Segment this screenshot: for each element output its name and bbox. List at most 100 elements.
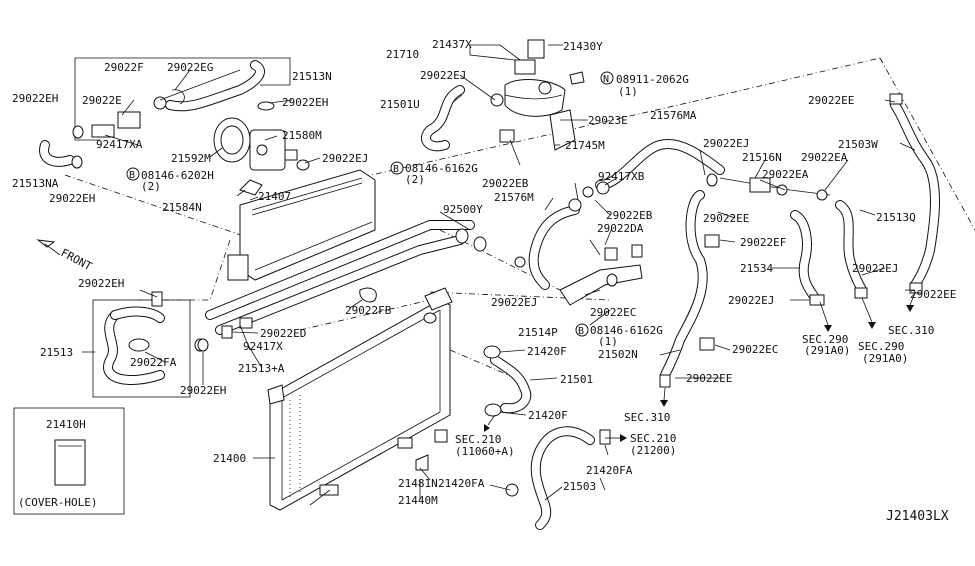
label-sec290-b: SEC.290 [858, 340, 904, 353]
label-21481N: 21481N [398, 477, 438, 490]
label-29023E: 29023E [588, 114, 628, 127]
label-21710: 21710 [386, 48, 419, 61]
thermostat-housing [213, 117, 310, 171]
label-21745M: 21745M [565, 139, 605, 152]
label-29022EE-d: 29022EE [686, 372, 732, 385]
label-21407: 21407 [258, 190, 291, 203]
label-29022DA: 29022DA [597, 222, 644, 235]
label-21576MA: 21576MA [650, 109, 697, 122]
label-29022EC-a: 29022EC [590, 306, 636, 319]
label-29022EH-a: 29022EH [12, 92, 58, 105]
label-21503W: 21503W [838, 138, 878, 151]
svg-text:B: B [578, 326, 584, 337]
hose-21513N-group [39, 57, 291, 169]
hose-21501 [483, 345, 532, 417]
label-29022EH-b: 29022EH [282, 96, 328, 109]
inset-part-label: 21410H [46, 418, 86, 431]
label-sec310-b: SEC.310 [624, 411, 670, 424]
label-08146-6162G-b: 08146-6162G [590, 324, 663, 337]
pipe-21514P [559, 244, 643, 306]
label-08146-6162G-a-qty: (2) [405, 173, 425, 186]
label-29022F: 29022F [104, 61, 144, 74]
label-21501: 21501 [560, 373, 593, 386]
label-21592M: 21592M [171, 152, 211, 165]
label-21503: 21503 [563, 480, 596, 493]
label-21502N: 21502N [598, 348, 638, 361]
hose-21503 [415, 426, 611, 530]
label-29022FA: 29022FA [130, 356, 177, 369]
label-21420F-a: 21420F [527, 345, 567, 358]
label-29022EB-a: 29022EB [482, 177, 529, 190]
label-92417XA: 92417XA [96, 138, 143, 151]
label-29022E: 29022E [82, 94, 122, 107]
nut-symbol-icon [600, 71, 614, 85]
label-29022FB: 29022FB [345, 304, 392, 317]
label-21420F-b: 21420F [528, 409, 568, 422]
label-21514P: 21514P [518, 326, 558, 339]
label-92417XB: 92417XB [598, 170, 645, 183]
label-92417X: 92417X [243, 340, 283, 353]
label-sec290-b-sub: (291A0) [862, 352, 908, 365]
label-sec210-b-sub: (21200) [630, 444, 676, 457]
label-21440M: 21440M [398, 494, 438, 507]
oil-cooler-21407 [227, 169, 376, 281]
label-29022EH-d: 29022EH [78, 277, 124, 290]
label-29022EA-a: 29022EA [801, 151, 848, 164]
pipe-21516N [706, 173, 831, 201]
label-21516N: 21516N [742, 151, 782, 164]
label-21420FA-a: 21420FA [586, 464, 633, 477]
label-21576M: 21576M [494, 191, 534, 204]
bolt-symbol-icon [126, 167, 140, 181]
label-21513A: 21513+A [238, 362, 285, 375]
hose-21503W [889, 93, 940, 294]
svg-text:N: N [603, 74, 609, 85]
label-08146-6202H-qty: (2) [141, 180, 161, 193]
hose-21513-group [92, 291, 206, 398]
label-sec210-a: SEC.210 [455, 433, 501, 446]
part-labels: 21437X 21430Y 21710 29022EJ N 08911-2062… [12, 38, 956, 524]
label-08911-qty: (1) [618, 85, 638, 98]
label-sec290-a: SEC.290 [802, 333, 848, 346]
label-21400: 21400 [213, 452, 246, 465]
label-29022EE-a: 29022EE [808, 94, 854, 107]
label-29022EE-c: 29022EE [910, 288, 956, 301]
leader-lines [82, 44, 916, 506]
hose-21534 [790, 210, 825, 306]
label-21430Y: 21430Y [563, 40, 603, 53]
inset-caption: (COVER-HOLE) [18, 496, 97, 509]
hose-21502N [659, 190, 720, 388]
front-label: FRONT [59, 246, 95, 273]
svg-text:B: B [393, 164, 399, 175]
label-08146-6162G-b-qty: (1) [598, 335, 618, 348]
label-29022EG: 29022EG [167, 61, 213, 74]
svg-text:B: B [129, 170, 135, 181]
label-21580M: 21580M [282, 129, 322, 142]
label-sec310-a: SEC.310 [888, 324, 934, 337]
label-29022EC-b: 29022EC [732, 343, 778, 356]
hose-21513Q [835, 200, 868, 299]
label-29022EJ-d: 29022EJ [491, 296, 537, 309]
label-29022EH-c: 29022EH [49, 192, 95, 205]
label-08146-6162G-a: 08146-6162G [405, 162, 478, 175]
label-21513: 21513 [40, 346, 73, 359]
label-21513N: 21513N [292, 70, 332, 83]
label-29022ED: 29022ED [260, 327, 306, 340]
label-21584N: 21584N [162, 201, 202, 214]
label-29022EJ: 29022EJ [420, 69, 466, 82]
reservoir-tank-21710 [499, 39, 585, 166]
bolt-symbol-icon [575, 323, 589, 337]
label-21437X: 21437X [432, 38, 472, 51]
radiator-21400 [267, 287, 453, 511]
diagram-id: J21403LX [886, 509, 949, 524]
label-29022EJ-b: 29022EJ [322, 152, 368, 165]
hose-21576 [514, 139, 725, 290]
radiator-upper-hoses [197, 220, 487, 352]
label-21534: 21534 [740, 262, 773, 275]
label-29022EE-b: 29022EE [703, 212, 749, 225]
label-92500Y: 92500Y [443, 203, 483, 216]
label-08911-2062G: 08911-2062G [616, 73, 689, 86]
label-29022EF: 29022EF [740, 236, 786, 249]
front-arrow: FRONT [36, 239, 95, 273]
